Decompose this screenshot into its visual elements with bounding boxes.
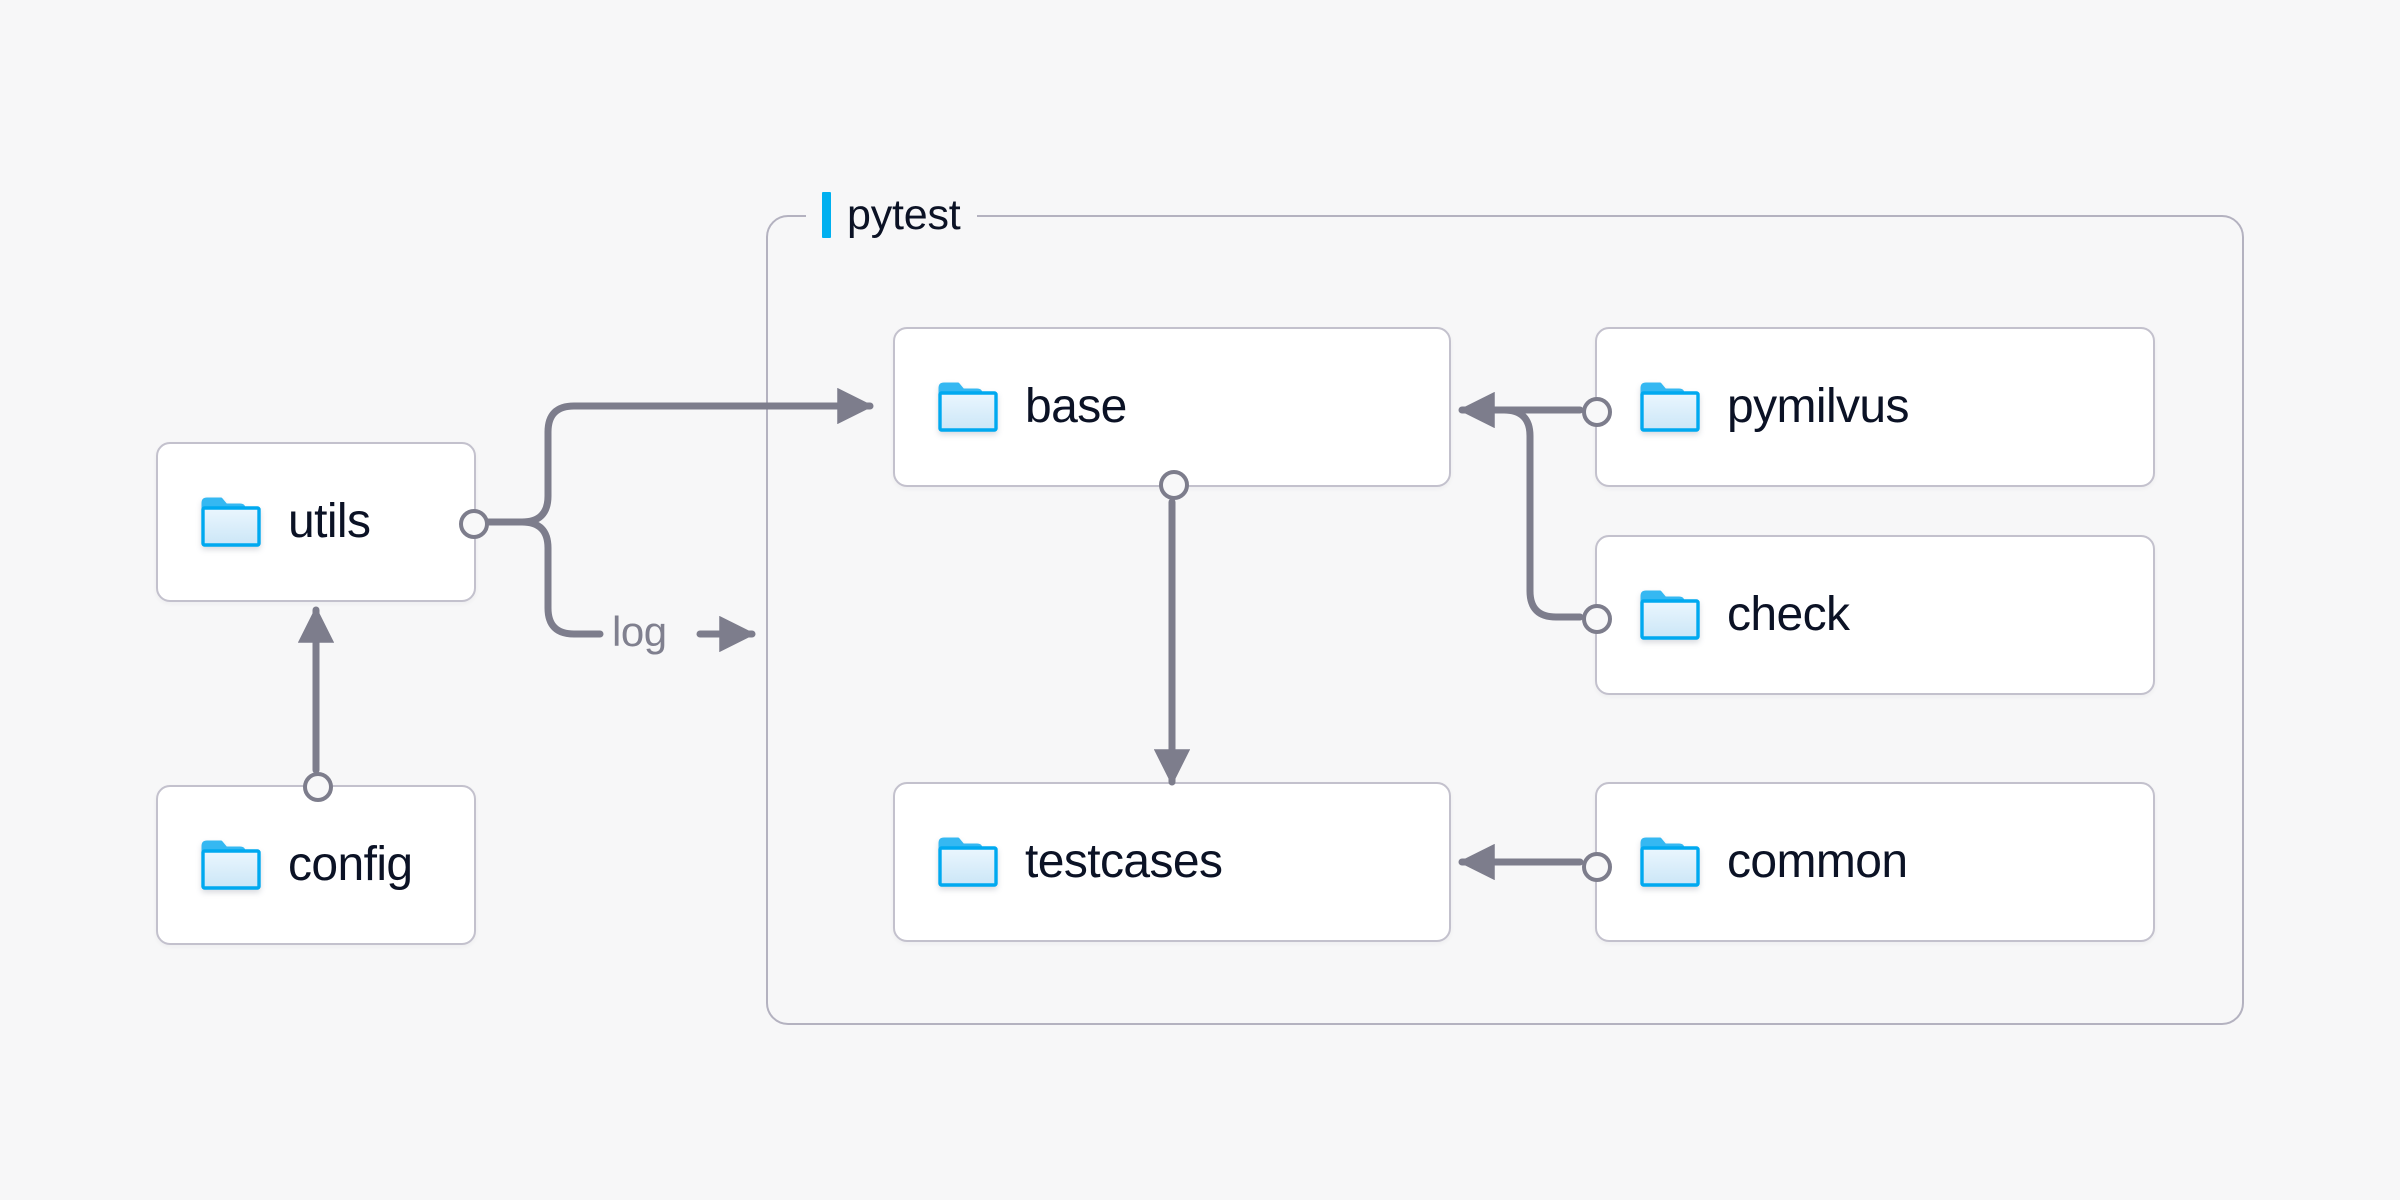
edge-utils-base: [518, 387, 874, 526]
folder-icon: [937, 836, 999, 888]
port-check-left[interactable]: [1582, 604, 1612, 634]
folder-icon: [1639, 836, 1701, 888]
node-label: base: [1025, 380, 1127, 433]
folder-icon: [200, 496, 262, 548]
node-label: utils: [288, 495, 371, 548]
edge-label-log: log: [604, 608, 675, 656]
node-config[interactable]: config: [156, 772, 476, 945]
port-common-left[interactable]: [1582, 852, 1612, 882]
node-common[interactable]: common: [1582, 782, 2155, 942]
node-label: testcases: [1025, 835, 1223, 888]
port-utils-right[interactable]: [459, 509, 489, 539]
port-config-top[interactable]: [303, 772, 333, 802]
node-pymilvus[interactable]: pymilvus: [1582, 327, 2155, 487]
node-label: check: [1727, 588, 1850, 641]
folder-icon: [1639, 381, 1701, 433]
node-check[interactable]: check: [1582, 535, 2155, 695]
edge-utils-log: [518, 518, 604, 638]
node-label: common: [1727, 835, 1908, 888]
folder-icon: [1639, 589, 1701, 641]
node-base[interactable]: base: [893, 327, 1451, 500]
port-base-bottom[interactable]: [1159, 470, 1189, 500]
group-title: pytest: [847, 190, 961, 239]
group-pytest: [766, 215, 2244, 1025]
folder-icon: [200, 839, 262, 891]
group-pytest-label: pytest: [806, 187, 977, 243]
node-label: config: [288, 838, 413, 891]
node-testcases[interactable]: testcases: [893, 782, 1451, 942]
node-utils[interactable]: utils: [156, 442, 489, 602]
folder-icon: [937, 381, 999, 433]
group-accent-bar: [822, 192, 831, 238]
edge-check-base: [1500, 406, 1584, 621]
node-label: pymilvus: [1727, 380, 1910, 433]
port-pymilvus-left[interactable]: [1582, 397, 1612, 427]
